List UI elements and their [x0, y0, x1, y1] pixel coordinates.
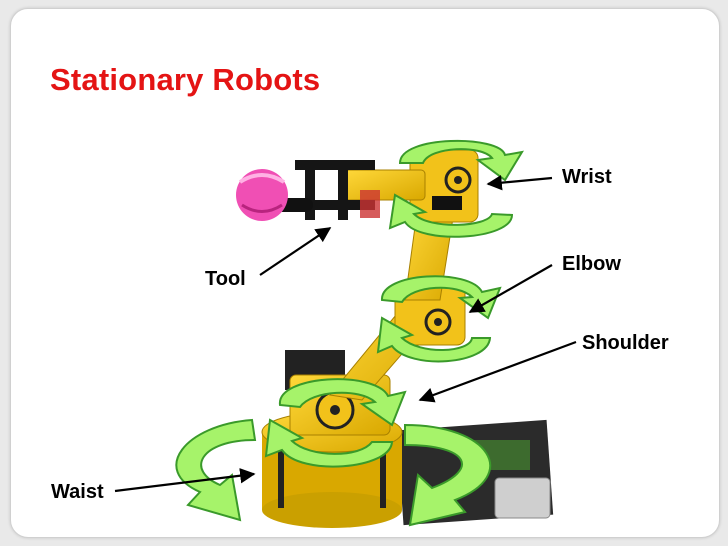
wrist-rotation-top-arrow	[398, 139, 525, 182]
tool-label: Tool	[205, 268, 246, 290]
wrist-label: Wrist	[562, 166, 612, 188]
tool-pointer	[259, 227, 332, 276]
rotation-arrows	[175, 139, 525, 527]
elbow-rotation-bottom-arrow	[376, 316, 492, 363]
waist-pointer	[114, 468, 256, 493]
pointer-lines	[114, 175, 577, 493]
shoulder-pointer	[418, 340, 577, 403]
shoulder-label: Shoulder	[582, 332, 669, 354]
waist-rotation-right-arrow	[404, 423, 491, 527]
elbow-pointer	[468, 264, 553, 313]
wrist-pointer	[486, 175, 553, 191]
pink-ball-object	[236, 169, 288, 221]
slide-title: Stationary Robots	[50, 62, 321, 97]
shoulder-rotation-top-arrow	[278, 378, 407, 427]
wrist-rotation-bottom-arrow	[388, 193, 514, 238]
waist-label: Waist	[51, 481, 104, 503]
waist-rotation-left-arrow	[175, 418, 257, 522]
shoulder-rotation-bottom-arrow	[264, 418, 394, 468]
elbow-rotation-top-arrow	[380, 275, 502, 320]
robot-gripper	[258, 160, 426, 220]
elbow-label: Elbow	[562, 253, 621, 275]
